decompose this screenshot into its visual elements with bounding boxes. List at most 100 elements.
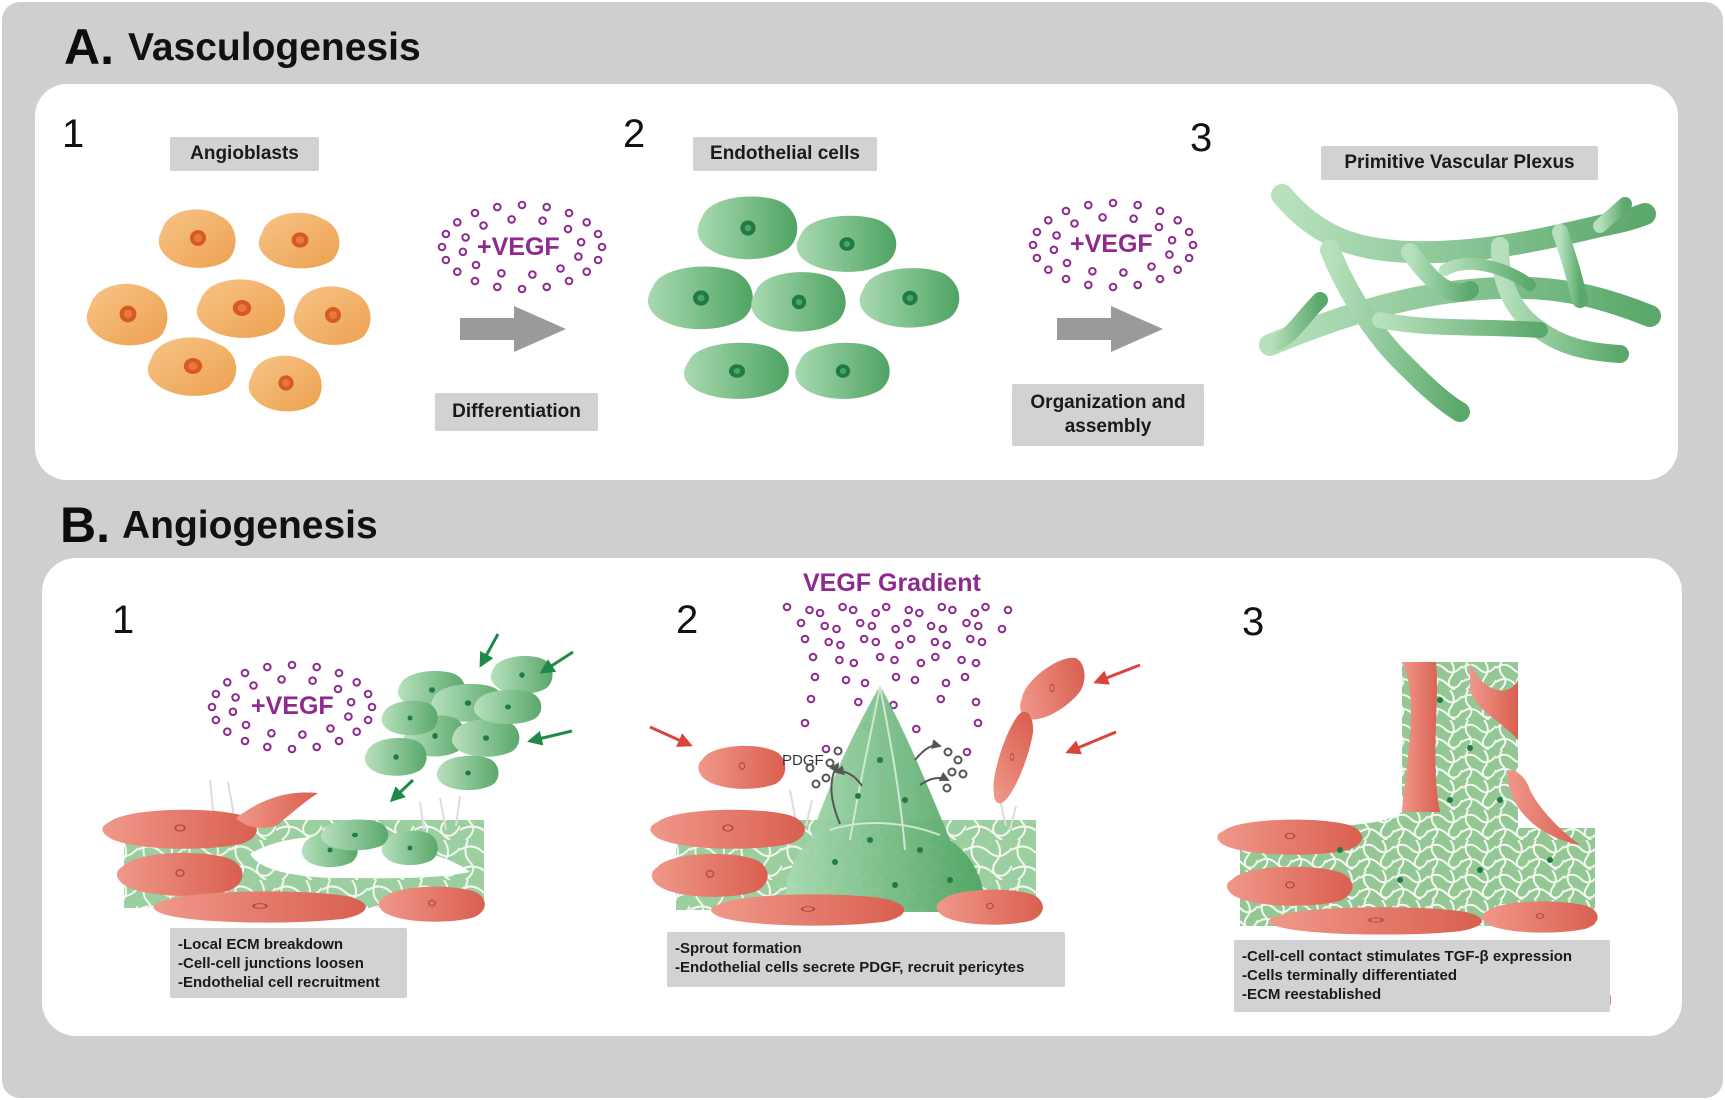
vegf-dot (308, 676, 317, 686)
vegf-dot (805, 605, 814, 615)
pdgf-label: PDGF (782, 752, 824, 769)
vegf-dot (974, 621, 983, 631)
vegf-dot (871, 608, 881, 618)
vegf-dot (556, 264, 565, 273)
note-b3-1: -Cell-cell contact stimulates TGF-β expr… (1242, 948, 1573, 965)
vegf-dot (1165, 250, 1174, 259)
vegf-dot (479, 221, 488, 230)
vegf-dot (848, 605, 858, 615)
vegf-dot (838, 602, 847, 612)
vegf-dot (538, 216, 547, 225)
vegf-dot (1108, 282, 1118, 292)
vegf-dot (1032, 253, 1042, 263)
vegf-dot (1129, 214, 1138, 223)
vegf-dot (334, 668, 344, 678)
vegf-dot (891, 624, 900, 634)
vegf-dot (820, 621, 830, 631)
vegf-dot (1173, 265, 1182, 275)
vegf-dot (528, 270, 537, 279)
pericyte-arrows-b2 (649, 663, 1141, 755)
vegf-dot (593, 255, 603, 265)
vegf-dot (800, 634, 810, 644)
note-b3-2: -Cells terminally differentiated (1242, 967, 1458, 984)
vegf-dot (810, 672, 820, 682)
label-differentiation: Differentiation (435, 393, 598, 431)
vegf-dot (231, 693, 240, 702)
vegf-dots-b1 (207, 660, 377, 754)
vegf-dot (326, 724, 335, 733)
vegf-dot (1184, 253, 1194, 263)
vegf-dot (948, 605, 957, 615)
vegf-dot (916, 658, 926, 668)
vegf-dot (344, 712, 353, 721)
vegf-dot (796, 618, 806, 628)
vegf-dot (576, 237, 586, 247)
vegf-dot (835, 655, 844, 665)
vegf-dot (1108, 198, 1118, 208)
vegf-dot (891, 672, 901, 682)
vegf-dot (1032, 227, 1042, 237)
vegf-dot (223, 678, 232, 687)
vegf-dot (352, 678, 362, 687)
vegf-dot (1084, 200, 1093, 210)
note-b1-3: -Endothelial cell recruitment (178, 974, 380, 991)
vegf-dot (970, 608, 980, 618)
vegf-dot (930, 637, 940, 647)
vegf-dot (962, 747, 972, 757)
vegf-dot (263, 662, 272, 672)
vegf-dot (895, 640, 904, 650)
step-b3-number: 3 (1242, 600, 1265, 644)
vegf-dot (1155, 274, 1165, 284)
vegf-dot (363, 689, 373, 699)
step-b2-number: 2 (676, 598, 699, 642)
vegf-dot (1061, 206, 1071, 216)
vegf-dot (881, 602, 891, 612)
vegf-dot (493, 282, 502, 292)
vegf-dot (832, 624, 841, 634)
vegf-dot (867, 621, 877, 631)
vegf-dot (836, 640, 845, 650)
vegf-dot (211, 715, 221, 725)
vegf-gradient-label: VEGF Gradient (803, 569, 981, 597)
vegf-dot (263, 742, 272, 752)
vessel-b3 (1216, 662, 1599, 936)
vegf-gradient-dots (782, 602, 1013, 757)
vegf-dot (312, 742, 322, 752)
vegf-dot (493, 202, 502, 212)
vegf-dot (1052, 231, 1061, 240)
vegf-dot (542, 202, 552, 212)
vegf-dot (241, 720, 251, 730)
vegf-dot (1188, 240, 1198, 250)
vegf-dot (936, 694, 946, 704)
vegf-dot (240, 736, 250, 746)
vegf-dot (593, 229, 603, 239)
vegf-dot (470, 276, 480, 286)
vegf-dot (334, 736, 344, 746)
vegf-dot (470, 208, 480, 218)
vegf-dot (287, 744, 297, 754)
vegf-dot (582, 267, 592, 277)
vegf-dot (1044, 216, 1053, 225)
vegf-dot (597, 242, 607, 252)
vegf-dot (564, 208, 574, 218)
vegf-dot (352, 727, 362, 737)
vegf-dot (287, 660, 297, 670)
vegf-dot (267, 729, 276, 738)
vegf-dot (855, 618, 865, 628)
vegf-dot (957, 655, 966, 665)
vegf-dot (841, 675, 851, 685)
vegf-dot (453, 218, 462, 227)
vegf-dot (938, 624, 948, 634)
vegf-dot (1084, 280, 1093, 290)
vegf-dot (1049, 245, 1059, 255)
vegf-dot (228, 707, 238, 717)
vegf-dot (890, 655, 899, 665)
vessel-wall-b1 (101, 779, 486, 924)
vegf-dot (277, 675, 286, 684)
vegf-dot (564, 276, 574, 286)
vegf-dot (915, 608, 924, 618)
vegf-label-a2: +VEGF (1070, 230, 1153, 258)
vegf-dot (1155, 206, 1165, 216)
vegf-dot (824, 637, 834, 647)
